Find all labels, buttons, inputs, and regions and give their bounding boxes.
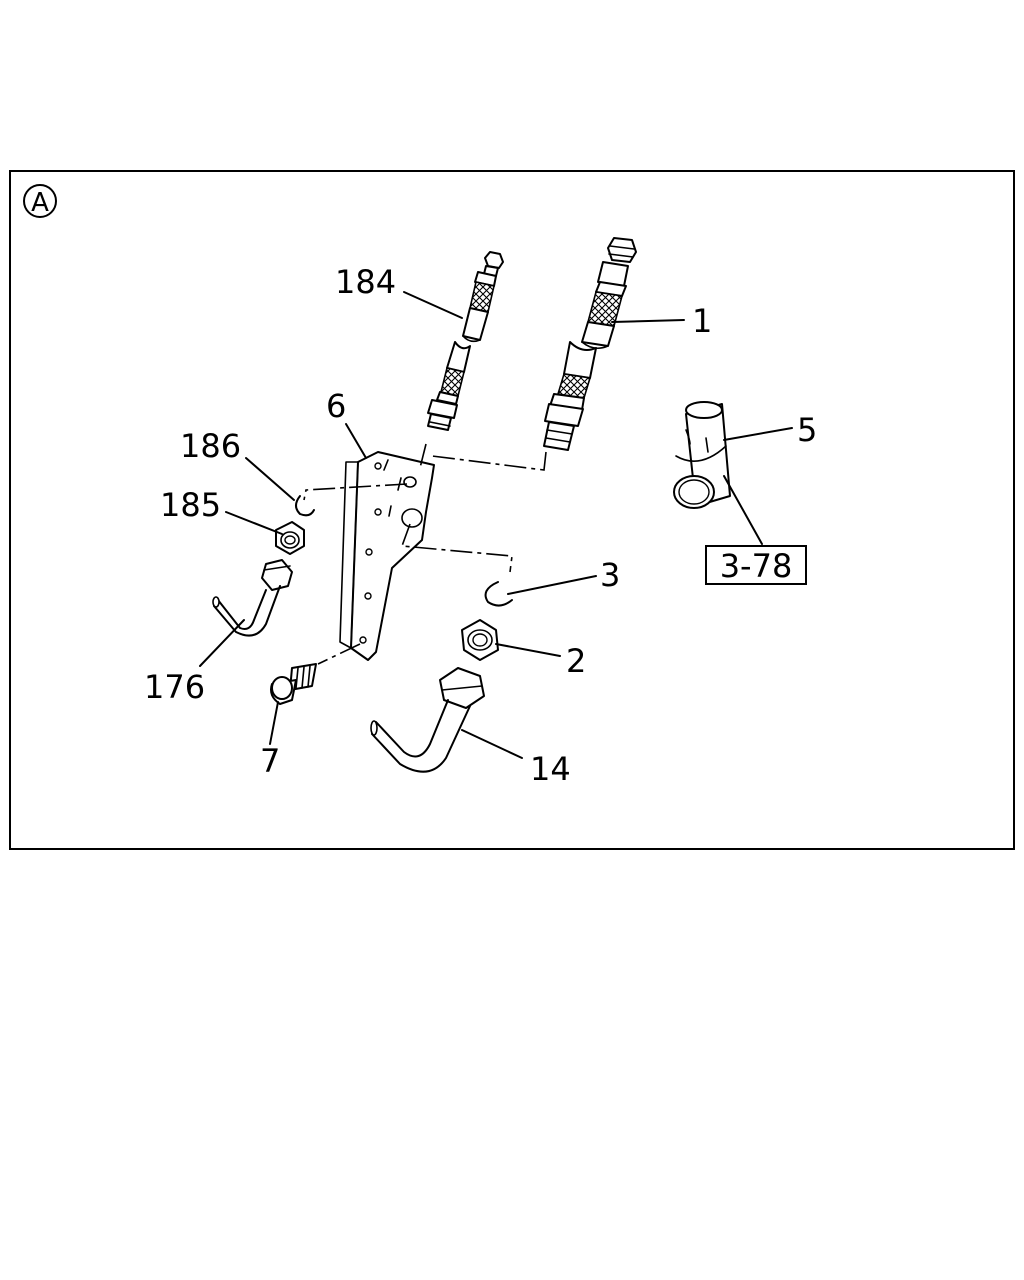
- callout-6: 6: [326, 387, 346, 425]
- nut-185: [275, 521, 305, 555]
- leader-lines: [199, 291, 793, 759]
- clip-3: [484, 581, 513, 607]
- assembly-lines: [303, 443, 547, 665]
- callout-2: 2: [566, 642, 586, 680]
- view-marker: A: [23, 184, 57, 218]
- callout-184: 184: [335, 263, 396, 301]
- bracket-6: [339, 451, 435, 661]
- reference-box: 3-78: [705, 545, 807, 585]
- view-marker-letter: A: [31, 188, 49, 218]
- callout-14: 14: [530, 750, 571, 788]
- bolt-7: [270, 663, 317, 705]
- diagram-frame: [9, 170, 1015, 850]
- reference-box-label: 3-78: [720, 547, 793, 585]
- sleeve-5: [673, 401, 731, 509]
- clip-186: [295, 495, 315, 517]
- pipe-176: [212, 559, 293, 637]
- callout-3: 3: [600, 556, 620, 594]
- callout-1: 1: [692, 302, 712, 340]
- callout-5: 5: [797, 411, 817, 449]
- hose-184: [427, 251, 504, 431]
- callout-176: 176: [144, 668, 205, 706]
- callout-7: 7: [260, 742, 280, 780]
- hose-1: [543, 237, 637, 451]
- callout-185: 185: [160, 486, 221, 524]
- callout-186: 186: [180, 427, 241, 465]
- nut-2: [461, 619, 499, 661]
- pipe-14: [370, 667, 485, 773]
